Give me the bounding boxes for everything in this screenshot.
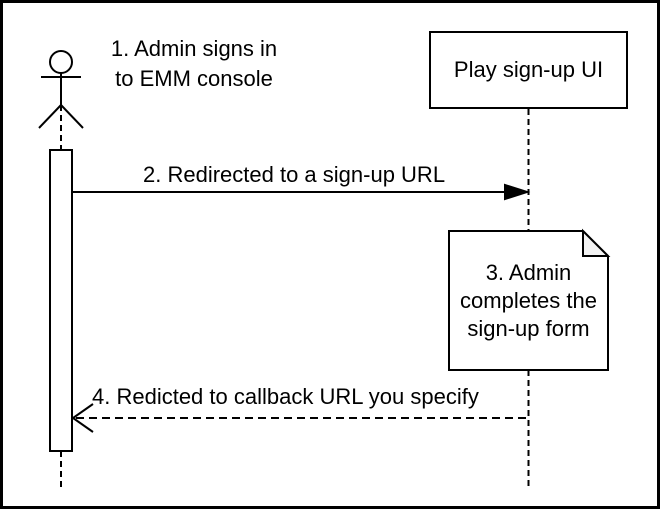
actor-leg-right: [60, 104, 84, 129]
note-shape: [448, 230, 609, 371]
note-text: 3. Admin completes the sign-up form: [460, 259, 597, 341]
actor-head: [49, 50, 73, 74]
note-fold-icon: [582, 228, 611, 257]
actor-annotation: 1. Admin signs in to EMM console: [110, 36, 278, 91]
message-4-label: 4. Redicted to callback URL you specify: [92, 384, 479, 409]
participant-label: Play sign-up UI: [453, 57, 604, 82]
actor-icon: [38, 50, 84, 129]
activation-bar: [49, 149, 73, 452]
message-2-label: 2. Redirected to a sign-up URL: [143, 162, 446, 187]
participant-box: Play sign-up UI: [429, 31, 628, 109]
actor-leg-left: [38, 104, 62, 129]
message-2-arrowhead-icon: [504, 183, 531, 201]
message-4-arrowhead-icon: [71, 403, 94, 433]
